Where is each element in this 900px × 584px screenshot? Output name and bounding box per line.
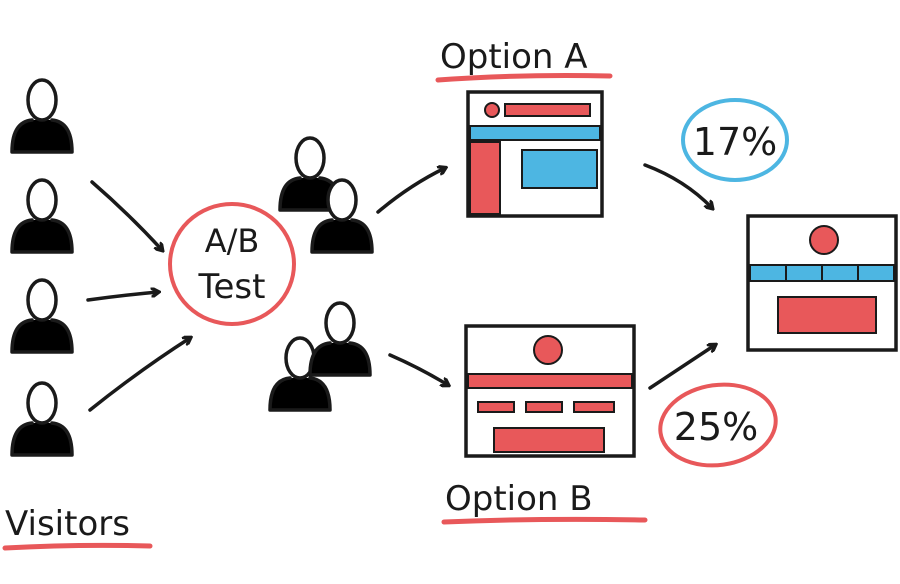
- visitors-underline: [2, 542, 153, 551]
- arrow-icon: [648, 345, 715, 390]
- visitors-label: Visitors: [5, 504, 130, 544]
- option-b-underline: [441, 516, 648, 525]
- group-a-icon: [278, 136, 374, 254]
- option-b-result-circle: [658, 382, 778, 468]
- arrow-icon: [90, 180, 162, 250]
- arrow-icon: [376, 168, 445, 214]
- ab-test-circle: [168, 202, 296, 326]
- visitor-icon: [10, 381, 74, 457]
- visitor-icon: [10, 178, 74, 254]
- option-b-page: [464, 324, 636, 458]
- visitor-icon: [10, 278, 74, 354]
- arrow-icon: [88, 338, 190, 412]
- option-a-page: [466, 90, 604, 218]
- option-a-result-circle: [681, 98, 789, 182]
- option-a-label: Option A: [440, 37, 588, 77]
- option-a-conversion: 17%: [693, 120, 777, 164]
- visitor-list: [10, 78, 74, 457]
- option-b-label: Option B: [445, 479, 593, 519]
- arrow-icon: [643, 163, 712, 208]
- option-a-underline: [435, 73, 613, 83]
- arrow-icon: [86, 292, 158, 302]
- arrow-icon: [388, 353, 448, 385]
- option-b-conversion: 25%: [674, 405, 758, 449]
- ab-label: A/B: [205, 222, 260, 260]
- group-b-icon: [268, 301, 372, 412]
- test-label: Test: [198, 267, 266, 307]
- visitor-icon: [10, 78, 74, 154]
- winning-page: [746, 214, 898, 352]
